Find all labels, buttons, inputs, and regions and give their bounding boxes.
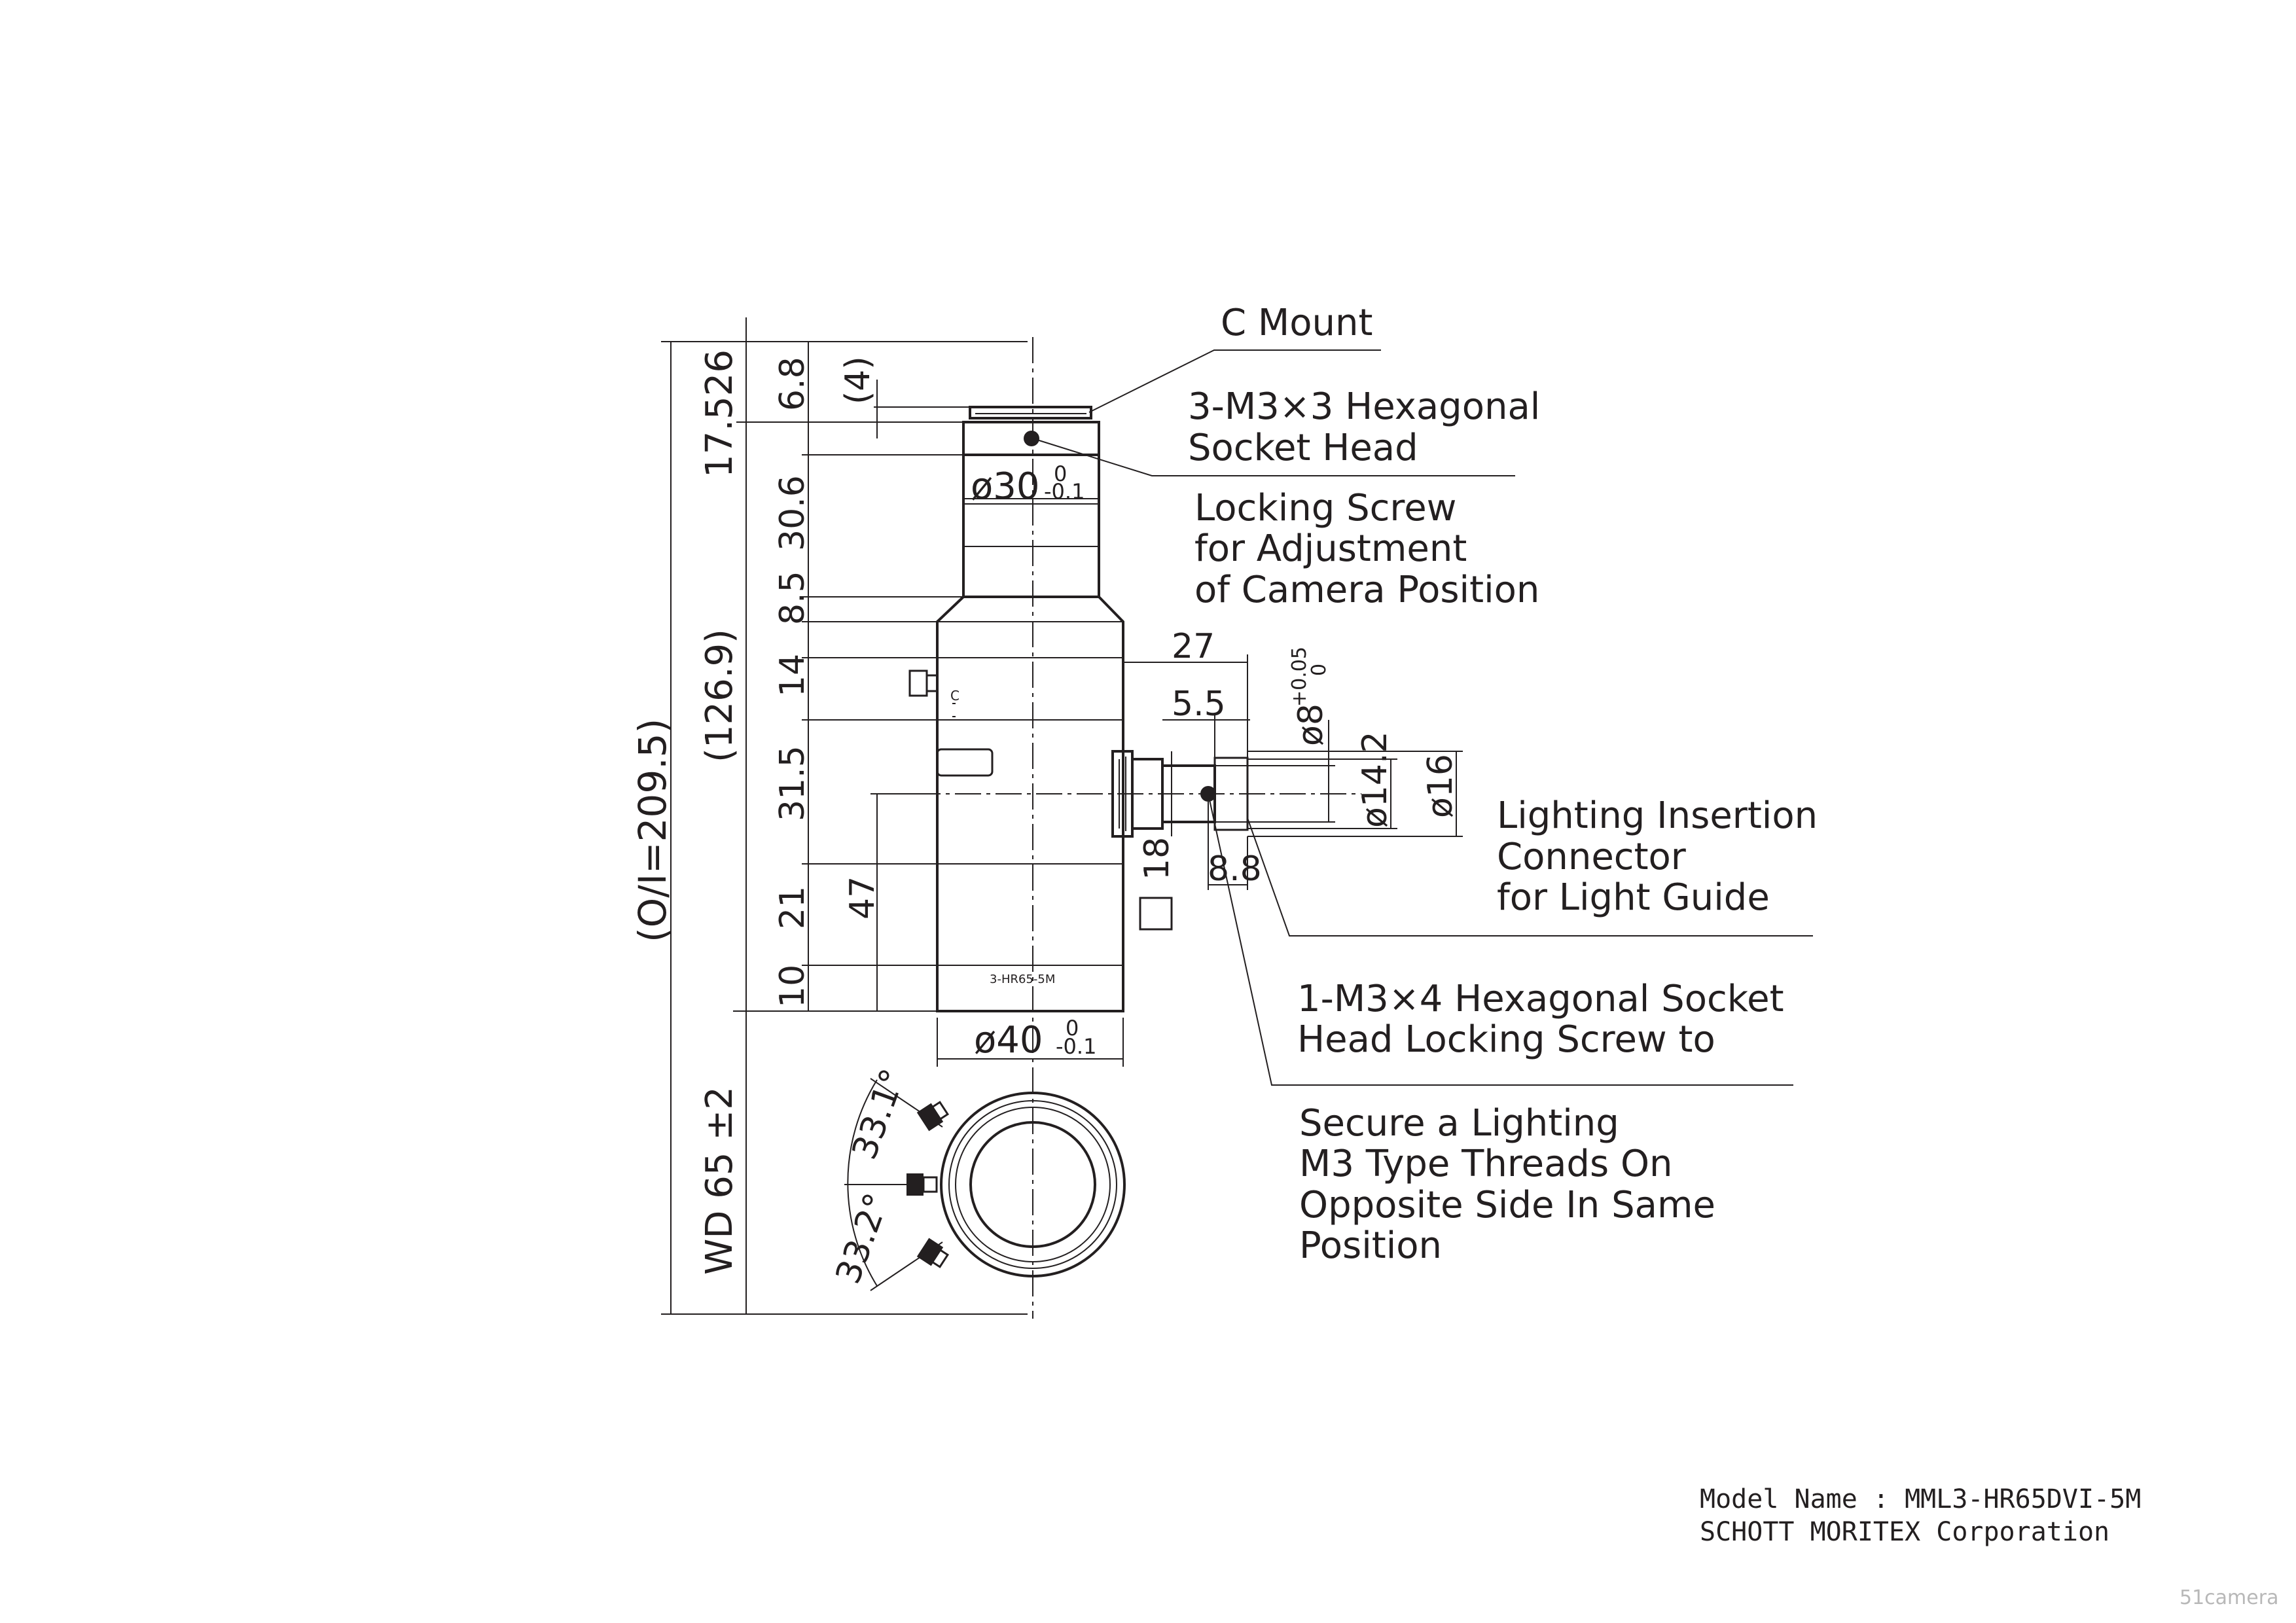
lens-body: 3-HR65-5M C: [908, 406, 1124, 1012]
svg-text:Opposite Side In Same: Opposite Side In Same: [1299, 1184, 1715, 1226]
dim-14: 14: [773, 654, 812, 697]
dim-18: 18: [1138, 837, 1177, 880]
svg-text:for Adjustment: for Adjustment: [1194, 527, 1467, 570]
svg-text:Locking Screw: Locking Screw: [1194, 487, 1456, 529]
svg-text:for Light Guide: for Light Guide: [1497, 876, 1770, 919]
callout-secure-lighting: Secure a Lighting M3 Type Threads On Opp…: [1299, 1102, 1715, 1267]
svg-text:Head Locking Screw to: Head Locking Screw to: [1297, 1018, 1715, 1061]
dim-21: 21: [773, 886, 812, 929]
callout-lighting-connector: Lighting Insertion Connector for Light G…: [1497, 794, 1818, 919]
dim-phi40-tol-top: 0: [1066, 1016, 1079, 1041]
bottom-screw-bot: [916, 1238, 950, 1268]
svg-text:Lighting Insertion: Lighting Insertion: [1497, 794, 1818, 837]
dim-6-8: 6.8: [773, 357, 812, 411]
dim-phi30-tol-top: 0: [1054, 461, 1067, 486]
callout-socket-head: 3-M3×3 Hexagonal Socket Head: [1188, 385, 1540, 469]
model-name: Model Name : MML3-HR65DVI-5M: [1700, 1484, 2142, 1514]
dim-phi40: ø40: [974, 1019, 1043, 1061]
bottom-screw-mid: [906, 1173, 938, 1196]
leader-lines: [1032, 349, 1813, 1086]
bottom-view: [844, 1078, 1126, 1291]
callout-locking-screw: Locking Screw for Adjustment of Camera P…: [1194, 487, 1539, 611]
dim-phi14-2: ø14.2: [1355, 731, 1395, 828]
company-name: SCHOTT MORITEX Corporation: [1700, 1517, 2110, 1547]
dim-oi: (O/I=209.5): [630, 719, 675, 942]
dim-10: 10: [773, 965, 812, 1008]
dim-30-6: 30.6: [773, 475, 812, 551]
svg-text:of Camera Position: of Camera Position: [1194, 569, 1539, 611]
svg-text:Secure a Lighting: Secure a Lighting: [1299, 1102, 1619, 1145]
lens-engraving: 3-HR65-5M: [990, 972, 1055, 986]
socket-head-screw: [1024, 431, 1039, 446]
dim-wd: WD 65 ±2: [698, 1086, 741, 1275]
svg-text:1-M3×4 Hexagonal Socket: 1-M3×4 Hexagonal Socket: [1297, 978, 1784, 1020]
dim-31-5: 31.5: [773, 745, 812, 821]
svg-text:C Mount: C Mount: [1221, 302, 1372, 344]
dim-phi8: ø8: [1291, 704, 1331, 746]
svg-text:3-M3×3 Hexagonal: 3-M3×3 Hexagonal: [1188, 385, 1540, 428]
bottom-screw-top: [916, 1101, 950, 1132]
svg-text:Connector: Connector: [1497, 836, 1687, 878]
dim-8-8: 8.8: [1208, 849, 1262, 889]
angle-33-2: 33.2°: [829, 1188, 897, 1289]
dim-phi40-tol-bot: -0.1: [1056, 1034, 1096, 1059]
lighting-connector: [1111, 750, 1249, 931]
callout-c-mount: C Mount: [1221, 302, 1372, 344]
dim-27: 27: [1172, 627, 1215, 666]
dim-phi16: ø16: [1421, 754, 1460, 818]
dim-5-5: 5.5: [1172, 685, 1226, 724]
dim-phi8-tol-bot: 0: [1308, 664, 1331, 676]
svg-text:M3 Type Threads On: M3 Type Threads On: [1299, 1143, 1673, 1185]
dim-17526: 17.526: [698, 349, 741, 478]
watermark-logo: 51camera: [2179, 1586, 2279, 1609]
dim-phi30: ø30: [971, 465, 1040, 508]
dim-4: (4): [838, 356, 878, 404]
dim-phi8-tol-top: +0.05: [1288, 647, 1311, 707]
mark-c: C: [950, 688, 960, 704]
svg-text:Position: Position: [1299, 1224, 1442, 1267]
angle-33-1: 33.1°: [845, 1064, 914, 1165]
dimension-lines: [661, 317, 1463, 1315]
dim-47: 47: [843, 876, 882, 919]
dim-phi30-tol-bot: -0.1: [1044, 479, 1085, 504]
dim-8-5: 8.5: [773, 571, 812, 625]
callout-m3x4-screw: 1-M3×4 Hexagonal Socket Head Locking Scr…: [1297, 978, 1784, 1061]
svg-text:Socket Head: Socket Head: [1188, 427, 1418, 469]
dim-1269: (126.9): [698, 629, 741, 762]
